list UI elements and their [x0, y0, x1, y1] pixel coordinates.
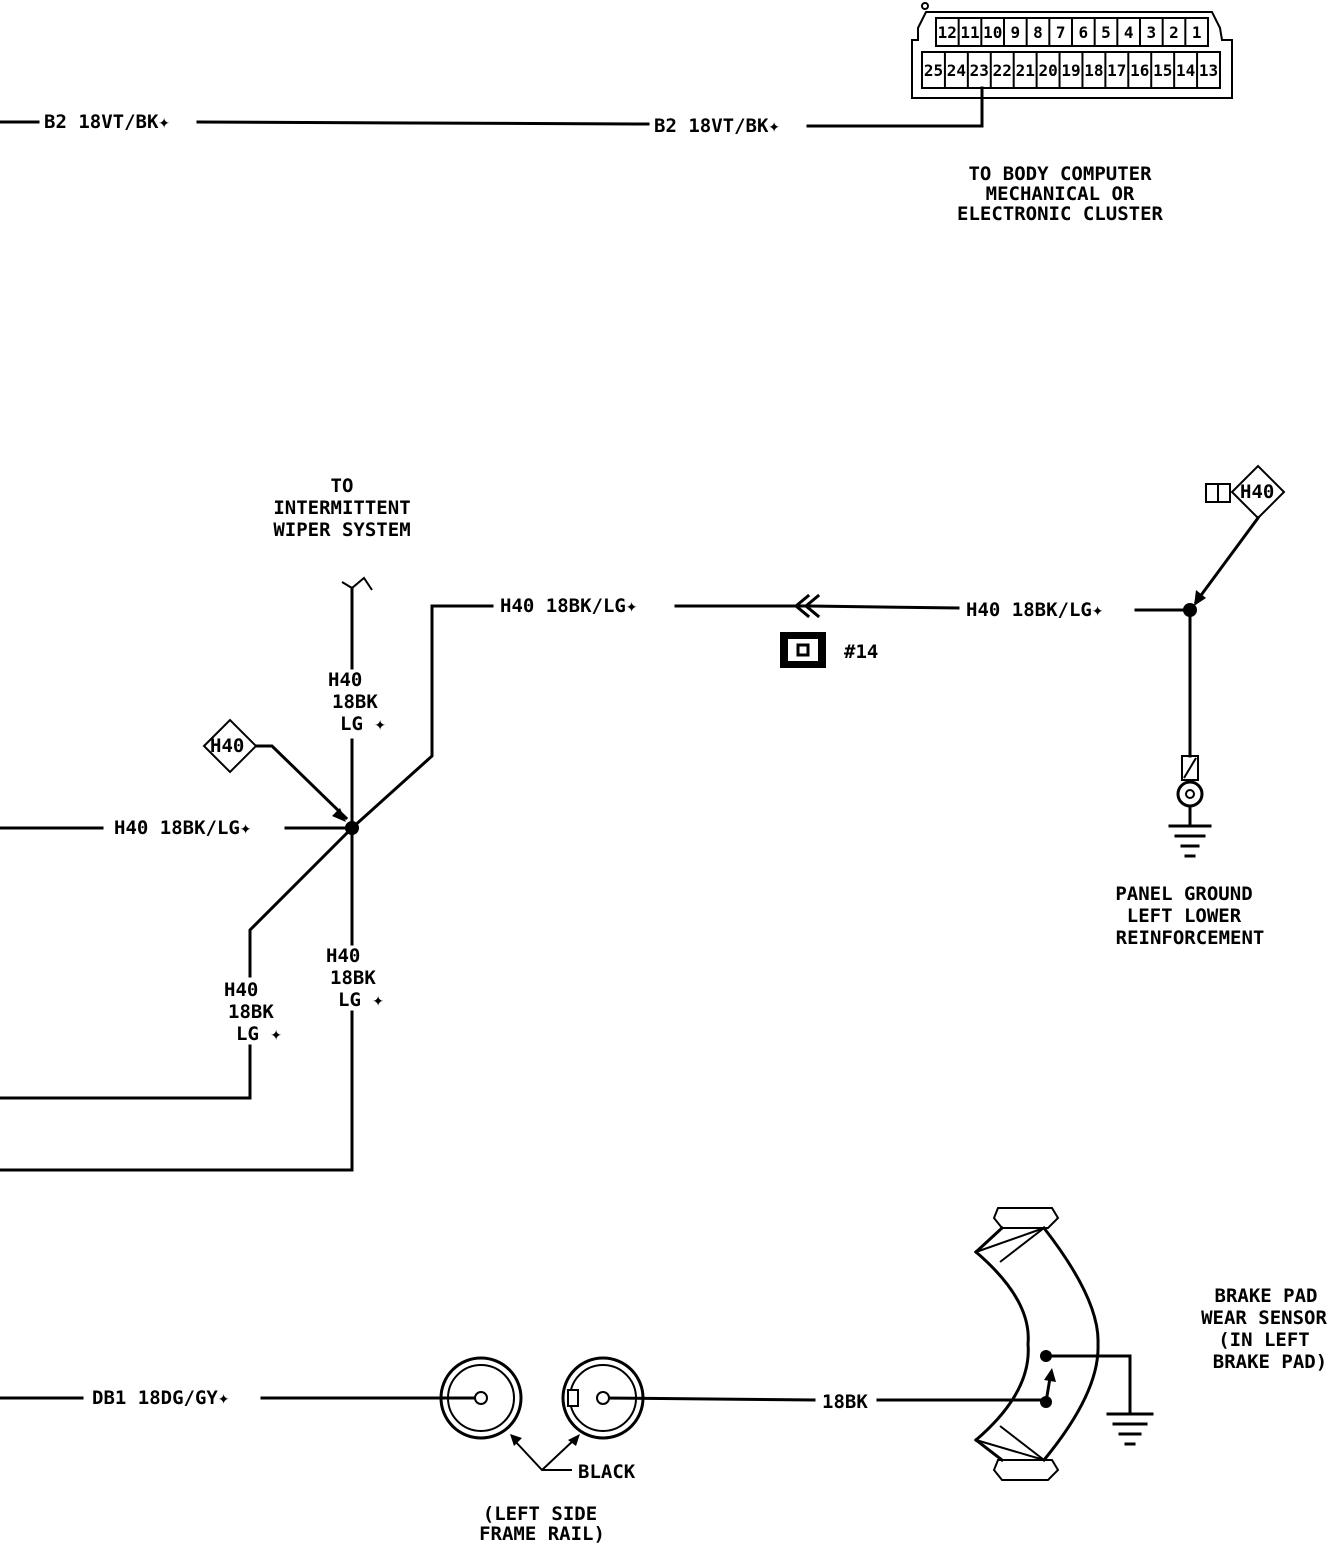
- ground-caption-line-1: PANEL GROUND: [1115, 883, 1252, 905]
- splice-tag-left: [202, 718, 349, 822]
- connector-pin-top-12: 12: [938, 23, 957, 42]
- db1-wire: [0, 1396, 1048, 1402]
- h40-up-label-2: 18BK: [332, 691, 378, 713]
- splice-tag-right: [1193, 464, 1286, 606]
- connector-pin-top-5: 5: [1101, 23, 1111, 42]
- h40-down-right-label-3: LG ✦: [338, 989, 384, 1011]
- connector-caption-line-3: ELECTRONIC CLUSTER: [957, 203, 1163, 225]
- wiper-caption-line-2: INTERMITTENT: [273, 497, 410, 519]
- frame-rail-connector-label: BLACK: [578, 1461, 636, 1483]
- connector-pin-top-3: 3: [1146, 23, 1156, 42]
- frame-rail-connector-right: [561, 1356, 645, 1440]
- h40-top-label: H40 18BK/LG✦: [500, 595, 638, 617]
- connector-pin-top-7: 7: [1056, 23, 1066, 42]
- connector-pin-bottom-19: 19: [1061, 61, 1080, 80]
- connector-14-label: #14: [844, 641, 878, 663]
- frame-rail-connector-left: [439, 1356, 523, 1440]
- b2-wire: [0, 86, 984, 128]
- connector-pin-bottom-24: 24: [947, 61, 966, 80]
- connector-pin-bottom-15: 15: [1153, 61, 1172, 80]
- h40-right-label: H40 18BK/LG✦: [966, 599, 1104, 621]
- h40-down-left-label-2: 18BK: [228, 1001, 274, 1023]
- connector-pin-bottom-13: 13: [1199, 61, 1218, 80]
- connector-pin-bottom-25: 25: [924, 61, 943, 80]
- h40-down-left-label-3: LG ✦: [236, 1023, 282, 1045]
- panel-ground-symbol: [1168, 755, 1212, 858]
- connector-pin-top-10: 10: [983, 23, 1002, 42]
- black-callout-arrows: [510, 1434, 580, 1471]
- splice-dot-left: [345, 821, 359, 835]
- frame-rail-caption-line-1: (LEFT SIDE: [483, 1503, 597, 1525]
- splice-tag-left-label: H40: [210, 735, 244, 757]
- h40-left-label: H40 18BK/LG✦: [114, 817, 252, 839]
- connector-pin-bottom-17: 17: [1107, 61, 1126, 80]
- h40-down-left-label-1: H40: [224, 979, 258, 1001]
- splice-dot-right: [1183, 603, 1197, 617]
- wiper-caption-line-3: WIPER SYSTEM: [273, 519, 410, 541]
- db1-wire-label: DB1 18DG/GY✦: [92, 1387, 230, 1409]
- ground-caption-line-3: REINFORCEMENT: [1116, 927, 1265, 949]
- b2-wire-label-left: B2 18VT/BK✦: [44, 111, 170, 133]
- inline-connector-arrows: [793, 593, 821, 619]
- h40-down-right-label-2: 18BK: [330, 967, 376, 989]
- connector-pin-top-8: 8: [1033, 23, 1043, 42]
- b2-wire-label-right: B2 18VT/BK✦: [654, 115, 780, 137]
- frame-rail-caption-line-2: FRAME RAIL): [479, 1523, 605, 1544]
- connector-pin-top-1: 1: [1192, 23, 1202, 42]
- wiper-caption-line-1: TO: [331, 475, 354, 497]
- connector-pin-bottom-23: 23: [970, 61, 989, 80]
- brake-sensor-caption-line-1: BRAKE PAD: [1215, 1285, 1318, 1307]
- connector-pin-bottom-22: 22: [993, 61, 1012, 80]
- h40-down-right-label-1: H40: [326, 945, 360, 967]
- brake-sensor-caption-line-4: BRAKE PAD): [1213, 1351, 1327, 1373]
- connector-pin-top-6: 6: [1078, 23, 1088, 42]
- connector-pin-bottom-18: 18: [1084, 61, 1103, 80]
- brake-sensor-caption-line-2: WEAR SENSOR: [1201, 1307, 1327, 1329]
- brake-pad-sensor: [973, 1207, 1154, 1481]
- connector-14-icon: [780, 632, 826, 668]
- connector-pin-top-9: 9: [1010, 23, 1020, 42]
- connector-pin-bottom-21: 21: [1016, 61, 1035, 80]
- ground-caption-line-2: LEFT LOWER: [1127, 905, 1242, 927]
- h40-wire-network: [0, 576, 1192, 1172]
- brake-sensor-caption-line-3: (IN LEFT: [1218, 1329, 1310, 1351]
- connector-pin-bottom-16: 16: [1130, 61, 1149, 80]
- connector-pin-bottom-14: 14: [1176, 61, 1195, 80]
- sensor-wire-label: 18BK: [822, 1391, 868, 1413]
- connector-pin-top-4: 4: [1124, 23, 1134, 42]
- h40-up-label-3: LG ✦: [340, 713, 386, 735]
- connector-pin-bottom-20: 20: [1038, 61, 1057, 80]
- h40-up-label-1: H40: [328, 669, 362, 691]
- connector-caption-line-1: TO BODY COMPUTER: [968, 163, 1152, 185]
- splice-tag-right-label: H40: [1240, 481, 1274, 503]
- connector-pin-top-2: 2: [1169, 23, 1179, 42]
- connector-pin-top-11: 11: [960, 23, 979, 42]
- connector-caption-line-2: MECHANICAL OR: [986, 183, 1135, 205]
